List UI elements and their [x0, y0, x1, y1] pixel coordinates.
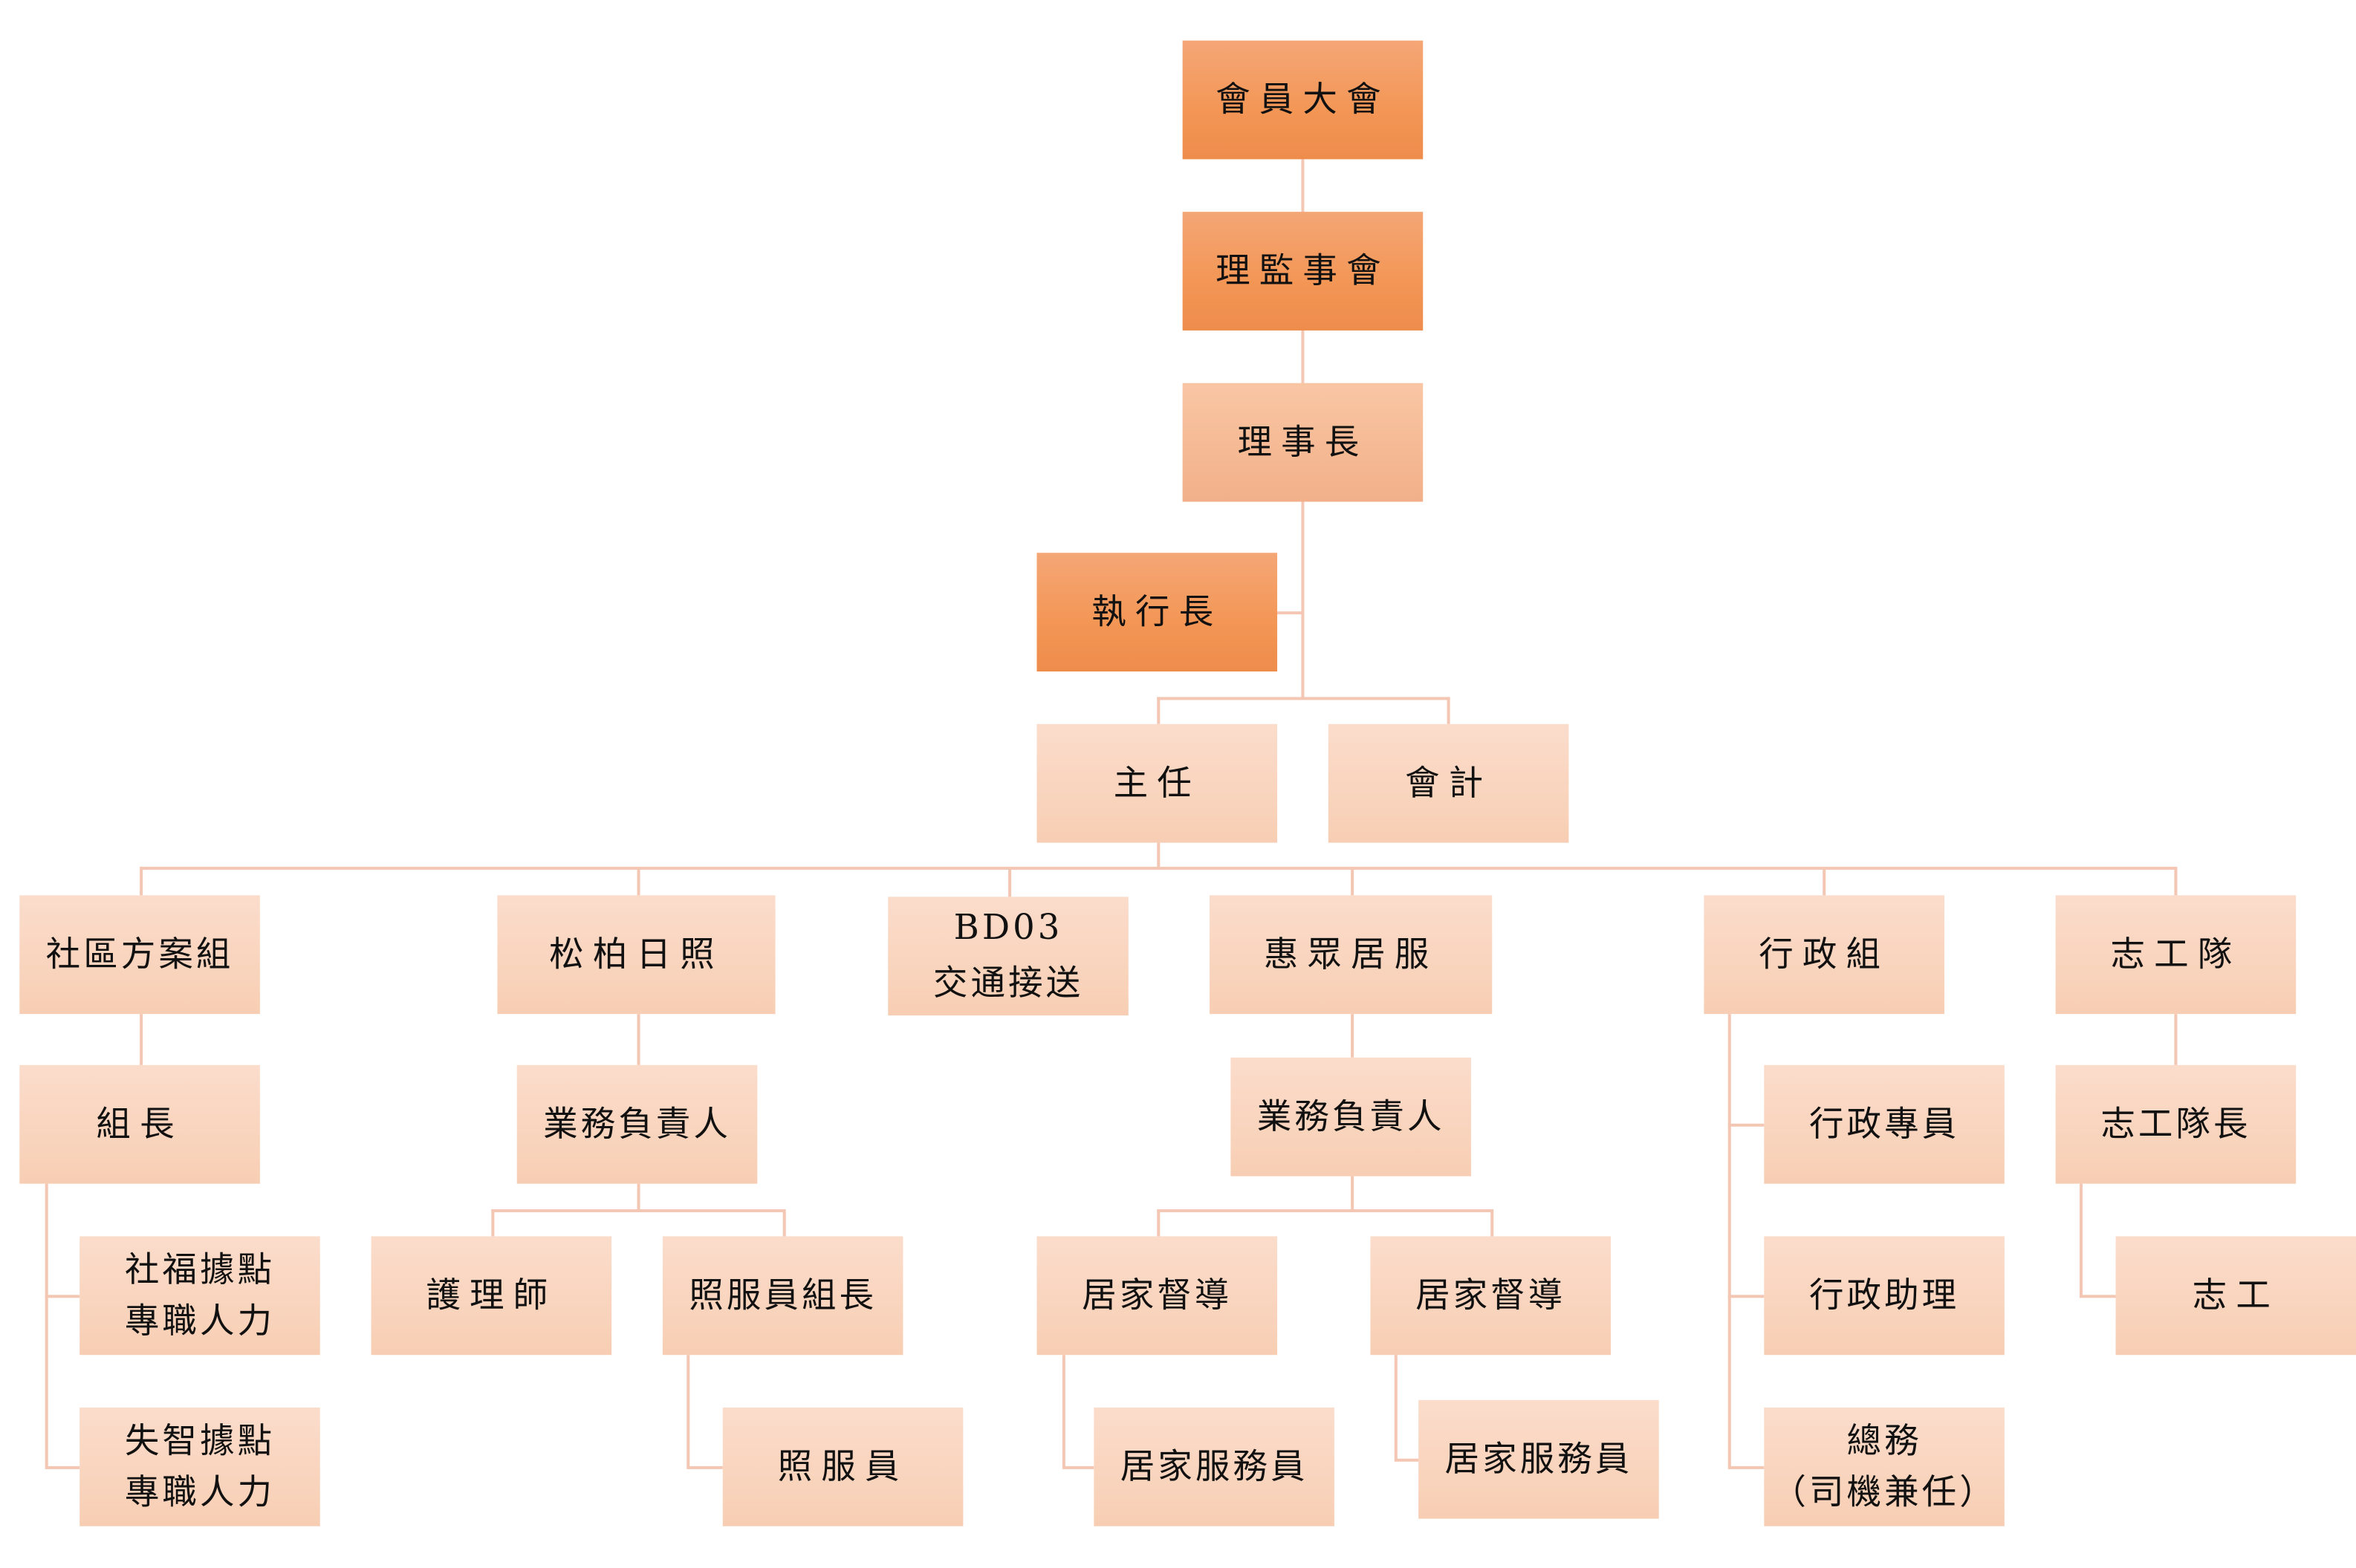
node-admin-specialist: 行政專員: [1764, 1064, 2005, 1184]
node-transport-line1: BD03: [953, 908, 1063, 948]
node-volunteer-member: 志工: [2115, 1236, 2356, 1356]
node-admin-assistant: 行政助理: [1764, 1236, 2005, 1356]
connector: [140, 1014, 143, 1065]
connector: [2174, 866, 2177, 896]
connector: [637, 866, 640, 896]
connector: [45, 1465, 80, 1468]
node-accounting: 會計: [1328, 723, 1569, 843]
connector: [1351, 1014, 1354, 1058]
node-dementia-staff: 失智據點 專職人力: [79, 1407, 320, 1526]
node-caregiver: 照服員: [722, 1407, 964, 1526]
node-transport-line2: 交通接送: [932, 964, 1084, 1004]
node-home-worker-1: 居家服務員: [1094, 1407, 1334, 1526]
connector: [1394, 1458, 1419, 1461]
connector: [1157, 697, 1450, 700]
connector: [140, 866, 143, 896]
node-general-assembly: 會員大會: [1182, 40, 1424, 160]
connector: [1062, 1465, 1094, 1468]
connector: [1351, 1176, 1354, 1211]
node-director: 主任: [1036, 723, 1278, 843]
node-dementia-staff-line1: 失智據點: [124, 1422, 276, 1461]
node-volunteer-leader: 志工隊長: [2055, 1064, 2297, 1184]
node-ceo: 執行長: [1036, 553, 1278, 672]
node-general-affairs: 總務 （司機兼任）: [1764, 1407, 2005, 1526]
node-caregiver-leader: 照服員組長: [662, 1236, 903, 1356]
node-supervisor-1: 居家督導: [1036, 1236, 1278, 1356]
connector: [1062, 1355, 1065, 1468]
connector: [1157, 697, 1160, 724]
connector: [491, 1209, 785, 1212]
node-general-affairs-line2: （司機兼任）: [1771, 1472, 1997, 1512]
node-volunteer: 志工隊: [2055, 895, 2297, 1015]
connector: [1823, 866, 1826, 896]
connector: [2080, 1183, 2083, 1297]
connector: [491, 1209, 494, 1237]
connector: [1157, 1209, 1160, 1237]
connector: [2174, 1014, 2177, 1065]
connector: [2080, 1295, 2116, 1298]
connector: [687, 1465, 723, 1468]
node-general-affairs-line1: 總務: [1846, 1422, 1922, 1461]
connector: [1727, 1014, 1730, 1468]
node-daycare-manager: 業務負責人: [516, 1064, 758, 1184]
node-supervisor-2: 居家督導: [1370, 1236, 1612, 1356]
connector: [782, 1209, 785, 1237]
connector: [1351, 866, 1354, 896]
node-welfare-staff-line1: 社福據點: [124, 1250, 276, 1290]
connector: [1157, 842, 1160, 870]
connector: [140, 866, 2176, 869]
connector: [637, 1183, 640, 1211]
node-board: 理監事會: [1182, 212, 1424, 331]
connector: [1394, 1355, 1397, 1460]
node-dementia-staff-line2: 專職人力: [124, 1472, 276, 1512]
node-community: 社區方案組: [19, 895, 260, 1015]
connector: [1277, 611, 1303, 614]
connector: [1727, 1465, 1765, 1468]
connector: [1157, 1209, 1493, 1212]
node-home-worker-2: 居家服務員: [1418, 1399, 1659, 1519]
connector: [1727, 1123, 1765, 1126]
node-nurse: 護理師: [371, 1236, 612, 1356]
connector: [1008, 866, 1011, 897]
connector: [1447, 697, 1450, 724]
connector: [687, 1355, 689, 1468]
node-admin: 行政組: [1704, 895, 1944, 1015]
node-welfare-staff-line2: 專職人力: [124, 1301, 276, 1341]
connector: [1727, 1295, 1765, 1298]
connector: [637, 1014, 640, 1065]
connector: [45, 1295, 80, 1298]
node-daycare: 松柏日照: [497, 895, 776, 1015]
node-chairman: 理事長: [1182, 383, 1424, 502]
node-homecare: 惠眾居服: [1210, 895, 1493, 1015]
node-welfare-staff: 社福據點 專職人力: [79, 1236, 320, 1356]
node-transport: BD03 交通接送: [888, 897, 1129, 1016]
connector: [45, 1183, 48, 1468]
node-homecare-manager: 業務負責人: [1230, 1057, 1471, 1177]
connector: [1490, 1209, 1493, 1237]
node-team-leader: 組長: [19, 1064, 260, 1184]
